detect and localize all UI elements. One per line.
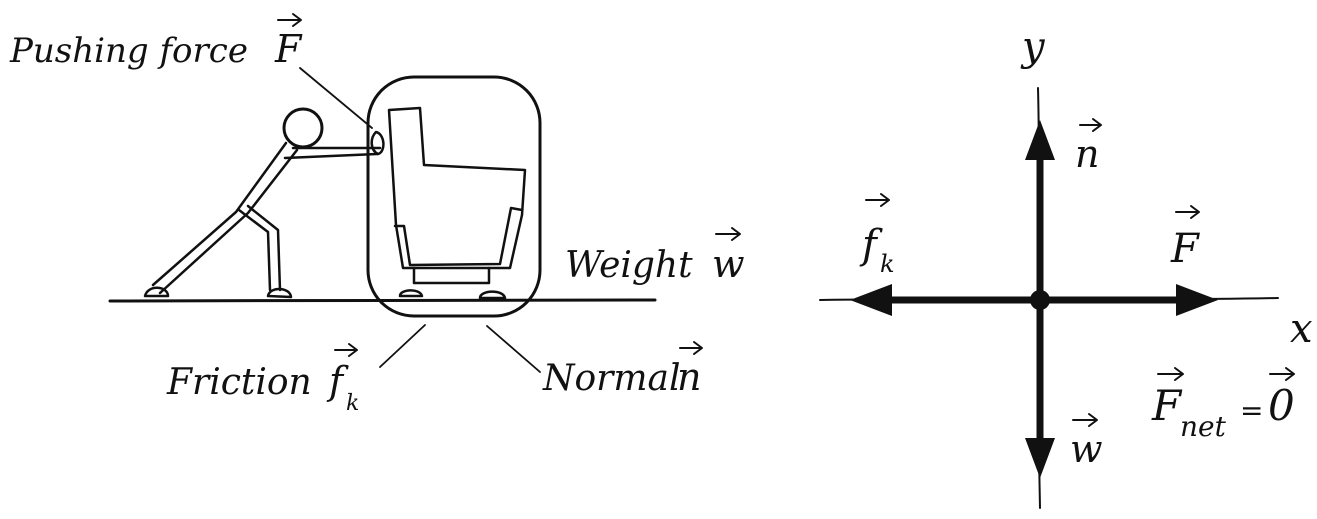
figure-head (284, 109, 322, 147)
stick-figure (145, 109, 383, 297)
fbd-label-F: F (1170, 226, 1200, 272)
fbd-arrow-F (1176, 206, 1199, 218)
vector-arrow-normal (680, 342, 702, 354)
figure-front-foot (268, 289, 291, 297)
chair-inner-line (395, 208, 522, 265)
fbd-label-f-subscript: k (880, 250, 895, 278)
fbd-label-w: w (1070, 427, 1103, 471)
fbd-arrow-n (1080, 119, 1101, 131)
label-weight-symbol: w (712, 242, 745, 286)
net-force-equals: = (1240, 394, 1263, 427)
figure-front-leg-1 (239, 210, 270, 290)
label-friction-subscript: k (346, 391, 359, 416)
label-friction: Friction (166, 362, 312, 403)
net-force-symbol: F (1151, 381, 1183, 430)
leader-normal (487, 326, 540, 372)
chair-base (414, 268, 489, 283)
figure-back-left (153, 143, 286, 285)
friction-force-arrowhead (850, 284, 892, 316)
label-pushing-force-symbol: F (274, 27, 303, 71)
object-particle (1030, 290, 1050, 310)
figure-arm-bottom (285, 154, 377, 158)
label-normal: Normal (542, 358, 681, 399)
chair-foot-right (480, 292, 505, 298)
figure-back-right (160, 150, 297, 293)
fbd-label-n: n (1075, 132, 1099, 176)
x-axis-label: x (1290, 306, 1313, 352)
fbd-arrow-f (866, 194, 889, 206)
figure-back-foot (145, 288, 168, 296)
vector-arrow-pushing-force (278, 14, 301, 26)
chair-foot-left (400, 290, 422, 296)
ground-line (110, 300, 655, 301)
normal-force-arrowhead (1025, 120, 1055, 160)
zero-vector-arrow (1270, 368, 1294, 380)
fbd-arrow-w (1073, 414, 1097, 426)
pictorial-scene: Pushing force F Weight w Friction f k No… (9, 14, 745, 416)
y-axis-label: y (1020, 24, 1046, 70)
net-force-subscript: net (1180, 410, 1227, 443)
net-force-zero: 0 (1268, 381, 1295, 430)
leader-friction (380, 325, 425, 367)
vector-arrow-friction (335, 344, 357, 356)
free-body-diagram: y x n F f k w F net = 0 (820, 24, 1313, 508)
weight-force-arrowhead (1025, 438, 1055, 478)
vector-arrow-weight (716, 228, 740, 240)
label-pushing-force: Pushing force (9, 31, 248, 71)
net-force-arrow (1158, 368, 1183, 380)
leader-pushing-force (300, 68, 372, 128)
label-weight: Weight (565, 245, 693, 286)
chair (389, 108, 525, 298)
figure-front-leg-2 (248, 206, 280, 290)
push-force-arrowhead (1176, 284, 1218, 316)
label-normal-symbol: n (677, 355, 701, 399)
figure-hand (372, 132, 384, 154)
